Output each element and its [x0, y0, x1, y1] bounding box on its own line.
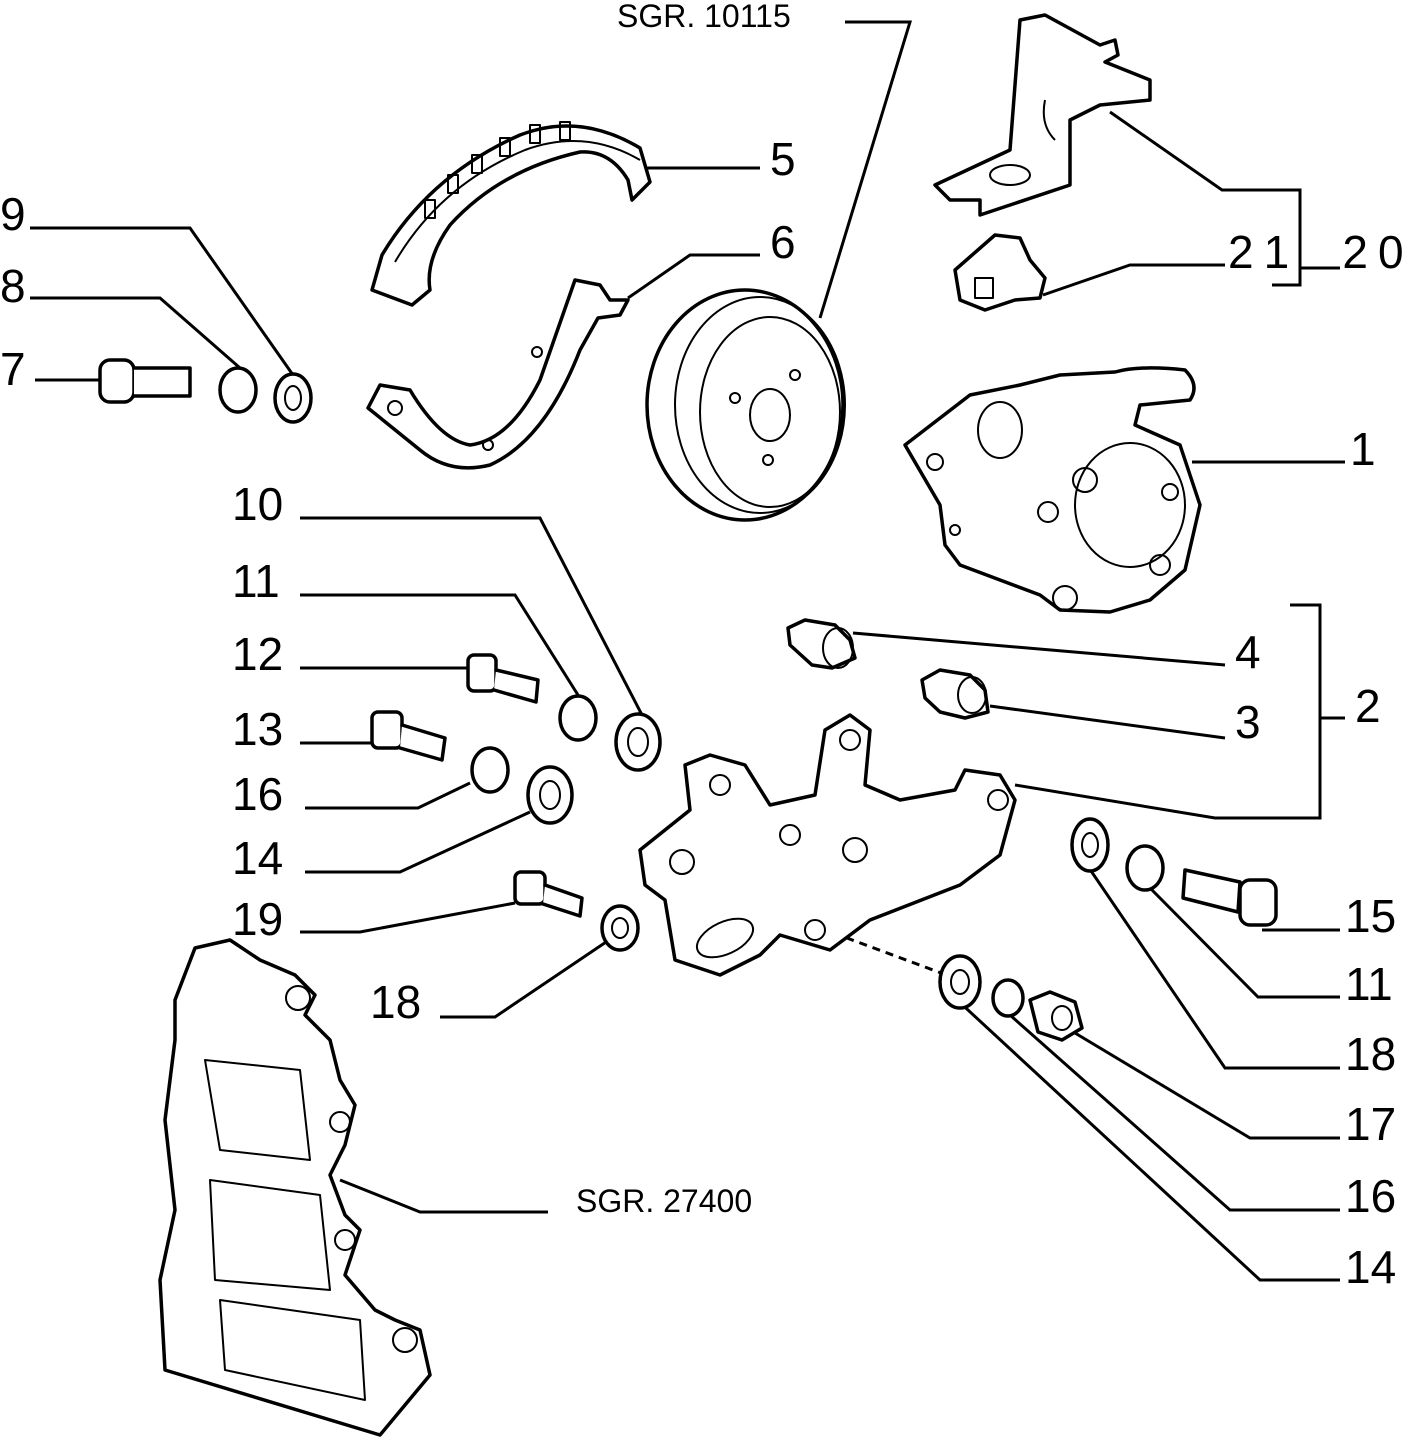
leader-lines	[30, 20, 1345, 1282]
bolt-part-19	[513, 870, 584, 918]
callout-4: 4	[1235, 626, 1261, 678]
callout-16-left: 16	[232, 768, 283, 820]
callout-18-left: 18	[370, 976, 421, 1028]
callout-8: 8	[0, 260, 26, 312]
lower-bracket-part-6	[366, 278, 630, 470]
upper-bracket-part-5	[370, 121, 652, 307]
callout-16-right: 16	[1345, 1170, 1396, 1222]
callout-12: 12	[232, 628, 283, 680]
reference-labels: SGR. 10115 SGR. 27400	[576, 0, 791, 1219]
bracket-part-20	[933, 13, 1152, 217]
callout-21: 21	[1228, 226, 1299, 278]
main-bracket-part-2	[638, 713, 1017, 977]
lock-washer-part-16	[470, 746, 510, 794]
nut-part-17	[1028, 990, 1084, 1042]
callout-1: 1	[1350, 423, 1376, 475]
washer-part-18-right	[1070, 817, 1110, 873]
callout-19: 19	[232, 893, 283, 945]
lock-washer-part-16-right	[991, 978, 1025, 1018]
washer-part-18	[600, 904, 640, 952]
lock-washer-part-11-right	[1125, 844, 1165, 892]
callout-9: 9	[0, 188, 26, 240]
callout-14-right: 14	[1345, 1241, 1396, 1293]
washer-part-14	[526, 765, 574, 825]
bushing-part-4	[786, 618, 857, 670]
washer-part-10	[614, 712, 662, 772]
bolt-part-12	[466, 653, 540, 704]
sgr-ref-top: SGR. 10115	[617, 0, 791, 34]
callout-7: 7	[0, 343, 26, 395]
callout-10: 10	[232, 478, 283, 530]
pump-part-1	[903, 366, 1202, 614]
pulley	[645, 288, 846, 522]
bolt-part-7	[98, 358, 192, 404]
lock-washer-part-11	[558, 694, 598, 742]
sgr-ref-bottom: SGR. 27400	[576, 1183, 752, 1219]
callout-11-left: 11	[232, 555, 280, 607]
callout-18-right: 18	[1345, 1028, 1396, 1080]
callout-13: 13	[232, 703, 283, 755]
callout-3: 3	[1235, 696, 1261, 748]
washer-part-9	[273, 372, 313, 424]
bolt-part-15	[1181, 868, 1278, 927]
timing-cover-housing	[158, 938, 432, 1437]
bolt-part-13	[370, 710, 447, 762]
callout-17: 17	[1345, 1098, 1396, 1150]
washer-part-14-right	[938, 954, 982, 1010]
callout-2: 2	[1355, 680, 1381, 732]
clip-part-21	[953, 233, 1047, 312]
callout-15: 15	[1345, 890, 1396, 942]
callout-labels: 5 6 9 8 7 21 20 1 4 3 2 10 11 12 13 16 1…	[0, 133, 1413, 1293]
bushing-part-3	[920, 668, 990, 720]
callout-11-right: 11	[1345, 958, 1393, 1010]
callout-20: 20	[1342, 226, 1413, 278]
callout-5: 5	[770, 133, 796, 185]
callout-14-left: 14	[232, 832, 283, 884]
lock-washer-part-8	[218, 366, 258, 414]
callout-6: 6	[770, 216, 796, 268]
